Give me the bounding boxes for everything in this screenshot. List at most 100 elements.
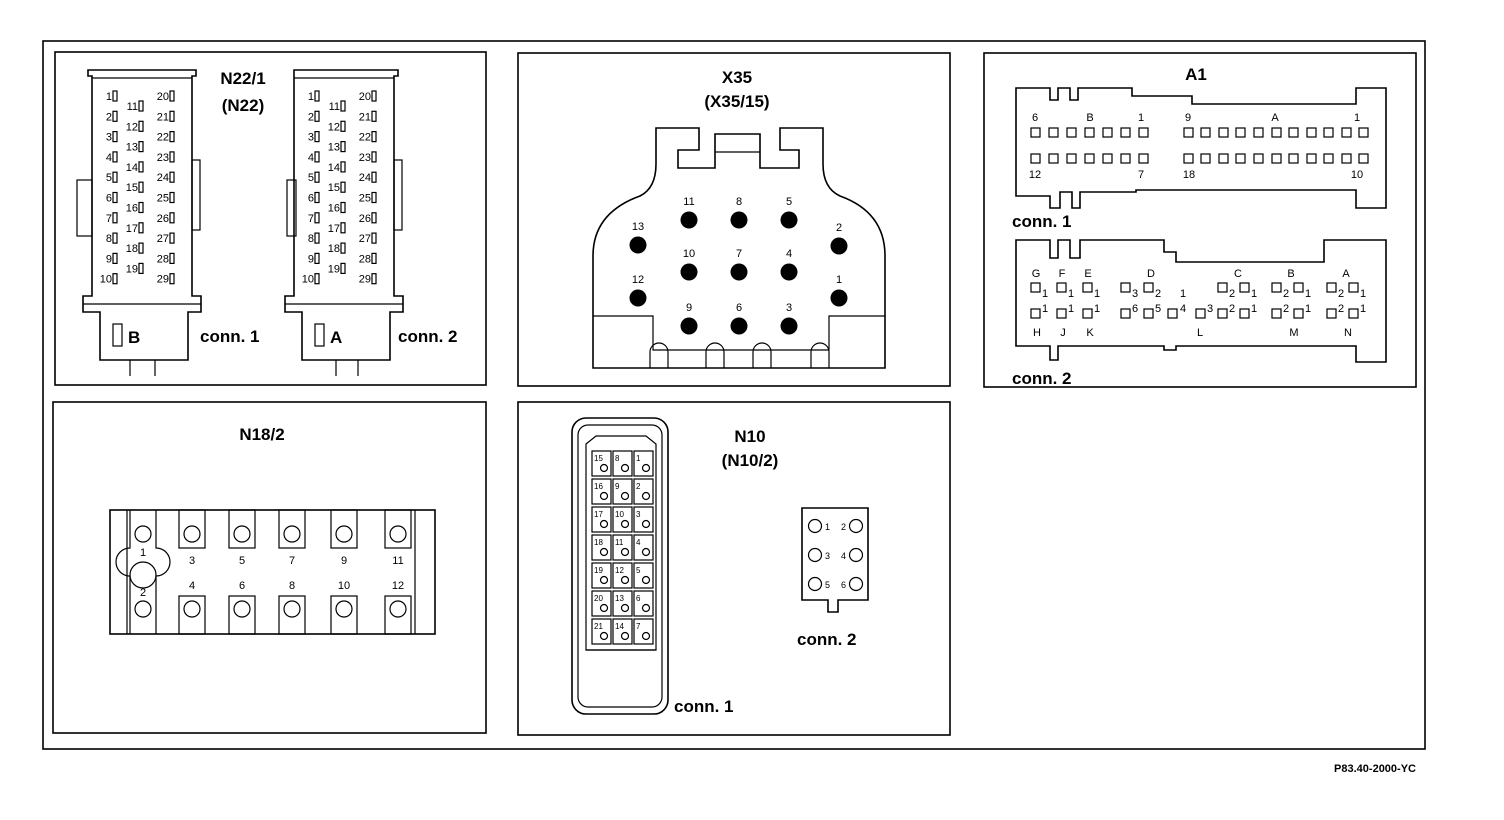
pin-slot (138, 120, 144, 132)
pin-label: 3 (786, 302, 792, 314)
pin-label: 12 (392, 580, 404, 592)
pin-cavity (633, 562, 654, 589)
pin-slot (314, 131, 320, 143)
pin-slot (314, 171, 320, 183)
pin-label: 29 (359, 274, 371, 286)
pin-label: 13 (632, 221, 644, 233)
pin-label: 23 (359, 152, 371, 164)
pin-slot (314, 212, 320, 224)
pin-label: A (1342, 268, 1350, 280)
pin-label: 20 (359, 91, 371, 103)
pin-cavity (591, 590, 612, 617)
pin-contact (641, 575, 651, 585)
pin-socket (1271, 308, 1282, 319)
pin-label: 5 (825, 580, 830, 590)
pin-label: 24 (157, 172, 169, 184)
pin-contact (641, 519, 651, 529)
pin-label: 2 (836, 222, 842, 234)
pin-socket (1195, 308, 1206, 319)
pin-socket (1048, 127, 1059, 138)
pin-label: 3 (1132, 288, 1138, 300)
pin-socket (1183, 153, 1194, 164)
pin-contact (807, 547, 823, 563)
pin-label: 19 (594, 566, 603, 575)
pin-socket (1120, 153, 1131, 164)
pin-contact (730, 317, 748, 335)
pin-socket (1030, 153, 1041, 164)
pin-contact (599, 547, 609, 557)
pin-label: 7 (1138, 169, 1144, 181)
pin-slot (112, 131, 118, 143)
pin-label: 5 (106, 172, 112, 184)
pin-label: 1 (106, 91, 112, 103)
pin-label: 1 (1042, 303, 1048, 315)
pin-label: 2 (1283, 303, 1289, 315)
pin-slot (371, 171, 377, 183)
pin-label: 4 (189, 580, 195, 592)
pin-label: 3 (308, 132, 314, 144)
pin-contact (599, 575, 609, 585)
pin-slot (314, 110, 320, 122)
x35-subtitle: (X35/15) (704, 92, 769, 111)
pin-contact (283, 525, 301, 543)
pin-label: 17 (126, 223, 138, 235)
figure-code: P83.40-2000-YC (1334, 763, 1416, 775)
pin-slot (112, 191, 118, 204)
pin-label: 22 (359, 132, 371, 144)
pin-cavity (612, 506, 633, 533)
pin-label: 10 (302, 274, 314, 286)
pin-label: 11 (683, 196, 694, 208)
pin-socket (1030, 282, 1041, 293)
pin-slot (371, 191, 377, 204)
pin-label: 27 (359, 233, 371, 245)
pin-label: E (1084, 268, 1091, 280)
pin-socket (1293, 282, 1304, 293)
pin-cavity (633, 450, 654, 477)
pin-slot (371, 212, 377, 224)
pin-label: B (1287, 268, 1294, 280)
pin-contact (830, 237, 848, 255)
pin-label: 2 (1229, 288, 1235, 300)
pin-label: N (1344, 327, 1352, 339)
pin-socket (1120, 127, 1131, 138)
pin-label: 28 (359, 253, 371, 265)
pin-socket (1271, 153, 1282, 164)
pin-cavity (612, 478, 633, 505)
pin-contact (620, 519, 630, 529)
pin-label: 6 (736, 302, 742, 314)
pin-slot (314, 252, 320, 264)
pin-socket (1120, 282, 1131, 293)
pin-slot (112, 273, 118, 285)
pin-socket (1235, 127, 1246, 138)
pin-label: 4 (636, 538, 641, 547)
pin-cavity (633, 506, 654, 533)
pin-socket (278, 509, 306, 549)
pin-label: 15 (328, 182, 340, 194)
pin-contact (620, 547, 630, 557)
n10-conn1-label: conn. 1 (674, 697, 734, 716)
pin-label: 1 (1360, 288, 1366, 300)
pin-label: 16 (126, 203, 138, 215)
pin-contact (134, 600, 152, 618)
pin-label: 1 (1180, 288, 1186, 300)
pin-slot (138, 242, 144, 254)
pin-socket (1348, 282, 1359, 293)
pin-label: 2 (1338, 303, 1344, 315)
pin-label: 1 (1068, 303, 1074, 315)
pin-slot (371, 252, 377, 264)
pin-socket (330, 509, 358, 549)
pin-socket (1084, 127, 1095, 138)
pin-socket (1200, 127, 1211, 138)
pin-socket (384, 509, 412, 549)
pin-label: 10 (615, 510, 624, 519)
pin-slot (371, 151, 377, 163)
pin-socket (1217, 282, 1228, 293)
pin-socket (178, 509, 206, 549)
pin-slot (169, 232, 175, 244)
pin-contact (599, 631, 609, 641)
n22-conn2-key: A (330, 328, 342, 347)
pin-label: 26 (157, 213, 169, 225)
pin-label: 10 (100, 274, 112, 286)
pin-label: 12 (126, 121, 138, 133)
pin-label: 1 (1354, 112, 1360, 124)
